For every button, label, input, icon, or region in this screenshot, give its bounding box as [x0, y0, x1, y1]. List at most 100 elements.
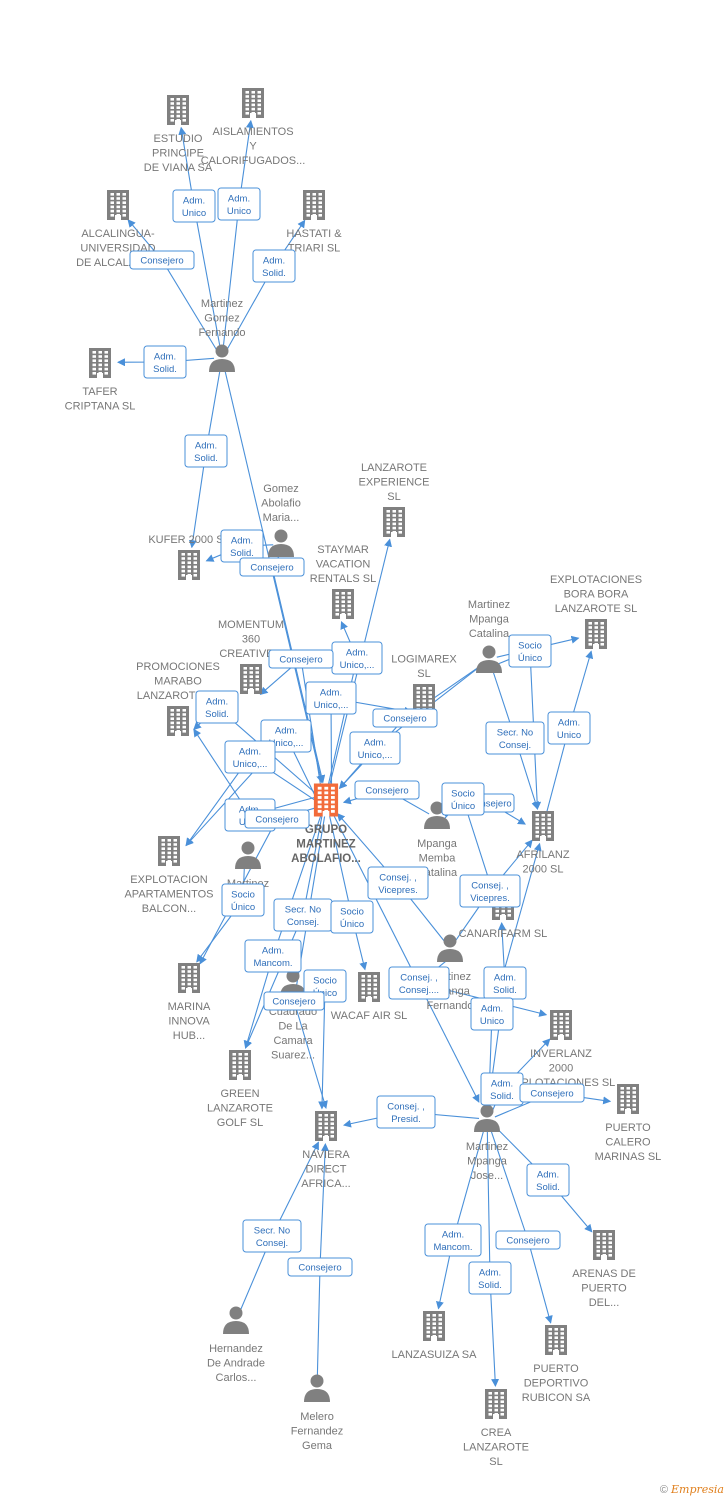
node-label-explotacion: APARTAMENTOS: [124, 889, 213, 901]
node-label-naviera: DIRECT: [306, 1164, 347, 1176]
node-wacaf[interactable]: WACAF AIR SL: [331, 972, 408, 1022]
edge-label-mmjose-puertodep[interactable]: Consejero: [495, 1230, 561, 1250]
edge-label-mgf-hastati[interactable]: Adm.Solid.: [252, 249, 296, 283]
edge-label-mmjose-lanzasuiza[interactable]: Adm.Mancom.: [424, 1223, 482, 1257]
node-label-melero: Melero: [300, 1411, 334, 1423]
edge-label-main-naviera[interactable]: Consejero: [263, 991, 325, 1011]
edge-label-mmjose-canarifarm[interactable]: Adm.Solid.: [483, 966, 527, 1000]
edge-label-main-staymar[interactable]: Adm.Unico,...: [331, 641, 383, 675]
node-marina[interactable]: MARINAINNOVAHUB...: [168, 963, 211, 1042]
edge-label-main-logimarex[interactable]: Adm.Unico,...: [305, 681, 357, 715]
node-label-puertocalero: MARINAS SL: [595, 1151, 662, 1163]
edge-label-afrilanz-bora[interactable]: Adm.Unico: [547, 711, 591, 745]
node-mmjose[interactable]: MartinezMpangaJose...: [466, 1104, 508, 1183]
edge-label-mmfernando-afrilanz[interactable]: Consej. ,Vicepres.: [459, 874, 521, 908]
edge-label-text: Adm.: [231, 535, 253, 546]
edge-label-main-promociones[interactable]: Adm.Solid.: [195, 690, 239, 724]
node-aislamientos[interactable]: AISLAMIENTOSYCALORIFUGADOS...: [201, 88, 306, 167]
building-icon: [229, 1050, 251, 1080]
node-label-cuadrado: Suarez...: [271, 1050, 315, 1062]
node-gomezabolafio[interactable]: GomezAbolafioMaria...: [261, 483, 301, 557]
edge-label-mmjose-arenas[interactable]: Adm.Solid.: [526, 1163, 570, 1197]
edge-label-text: Unico: [557, 730, 581, 741]
edge-label-main-marina[interactable]: Consejero: [244, 809, 310, 829]
edge-label-gomezabolafio-main[interactable]: Consejero: [239, 557, 305, 577]
edge-label-mmjose-afrilanz[interactable]: Adm.Unico: [470, 997, 514, 1031]
edge-label-main-momentum[interactable]: Consejero: [268, 649, 334, 669]
edge-label-mgf-tafer[interactable]: Adm.Solid.: [143, 345, 187, 379]
edge-label-mmcat2-main[interactable]: Consejero: [354, 780, 420, 800]
edge-label-mmc-main[interactable]: Adm.Unico,...: [349, 731, 401, 765]
building-icon: [167, 706, 189, 736]
edge-label-text: Consej.: [287, 917, 319, 928]
edge-label-text: Solid.: [478, 1280, 502, 1291]
edge-label-text: Consejero: [250, 563, 293, 574]
edge-label-text: Unico: [182, 208, 206, 219]
node-label-mmfernando: Fernando: [426, 1000, 473, 1012]
node-explotacion[interactable]: EXPLOTACIONAPARTAMENTOSBALCON...: [124, 836, 214, 915]
edge-label-mgf-alcalingua[interactable]: Consejero: [129, 250, 195, 270]
node-kufer[interactable]: KUFER 2000 SL: [148, 534, 230, 580]
edge-label-mmjose-inverlanz[interactable]: Adm.Solid.: [480, 1072, 524, 1106]
edge-label-mgf-kufer[interactable]: Adm.Solid.: [184, 434, 228, 468]
edge-label-text: Adm.: [183, 195, 205, 206]
edge-label-gomezabolafio-kufer[interactable]: Adm.Solid.: [220, 529, 264, 563]
edge-label-mmjose-puertocalero[interactable]: Consejero: [519, 1083, 585, 1103]
edge-label-mmfernando-inverlanz[interactable]: Consej. ,Consej....: [388, 966, 450, 1000]
edge-label-mmfernando-main[interactable]: Consej. ,Vicepres.: [367, 866, 429, 900]
person-icon: [223, 1306, 249, 1334]
node-label-gomezabolafio: Abolafio: [261, 498, 301, 510]
node-label-puertodep: RUBICON SA: [522, 1392, 591, 1404]
edge-label-mmjose-crea[interactable]: Adm.Solid.: [468, 1261, 512, 1295]
node-lanzasuiza[interactable]: LANZASUIZA SA: [392, 1311, 478, 1361]
node-hastati[interactable]: HASTATI &TRIARI SL: [286, 190, 342, 255]
edge-label-mmjose-naviera[interactable]: Consej. ,Presid.: [376, 1095, 436, 1129]
building-icon: [242, 88, 264, 118]
node-arenas[interactable]: ARENAS DEPUERTODEL...: [572, 1230, 636, 1309]
node-momentum[interactable]: MOMENTUM360CREATIVE...: [218, 619, 284, 694]
node-main[interactable]: GRUPOMARTINEZABOLAFIO...: [291, 783, 361, 866]
edge-label-text: Presid.: [391, 1114, 421, 1125]
node-label-inverlanz: INVERLANZ: [530, 1048, 592, 1060]
edge-label-text: Consej.: [499, 740, 531, 751]
person-icon: [424, 801, 450, 829]
edge-label-text: Consej. ,: [379, 872, 417, 883]
edge-label-main-explotacion[interactable]: Adm.Unico,...: [224, 740, 276, 774]
edge-label-text: Unico: [480, 1016, 504, 1027]
edge-label-mmc-main[interactable]: Consejero: [372, 708, 438, 728]
edge-label-text: Unico,...: [233, 759, 268, 770]
edge-label-mgf-aislamientos[interactable]: Adm.Unico: [217, 187, 261, 221]
node-naviera[interactable]: NAVIERADIRECTAFRICA...: [301, 1111, 351, 1190]
edge-label-melero-naviera[interactable]: Consejero: [287, 1257, 353, 1277]
edge-label-main-green[interactable]: Adm.Mancom.: [244, 939, 302, 973]
node-label-lanzexp: SL: [387, 491, 400, 503]
footer-brand[interactable]: © Empresia: [660, 1483, 724, 1496]
edge-label-mgf-estudio[interactable]: Adm. Unico: [172, 189, 216, 223]
